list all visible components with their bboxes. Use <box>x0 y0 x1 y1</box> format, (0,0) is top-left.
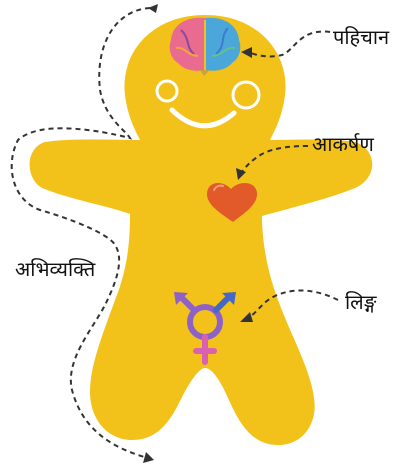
label-identity: पहिचान <box>333 27 389 47</box>
gingerbread-body <box>30 15 373 445</box>
outline-arrow-top <box>148 4 158 13</box>
label-attraction: आकर्षण <box>312 134 374 154</box>
label-sex: लिङ्ग <box>345 292 376 312</box>
outline-arrow-bottom <box>143 452 154 463</box>
label-expression: अभिव्यक्ति <box>15 259 95 279</box>
